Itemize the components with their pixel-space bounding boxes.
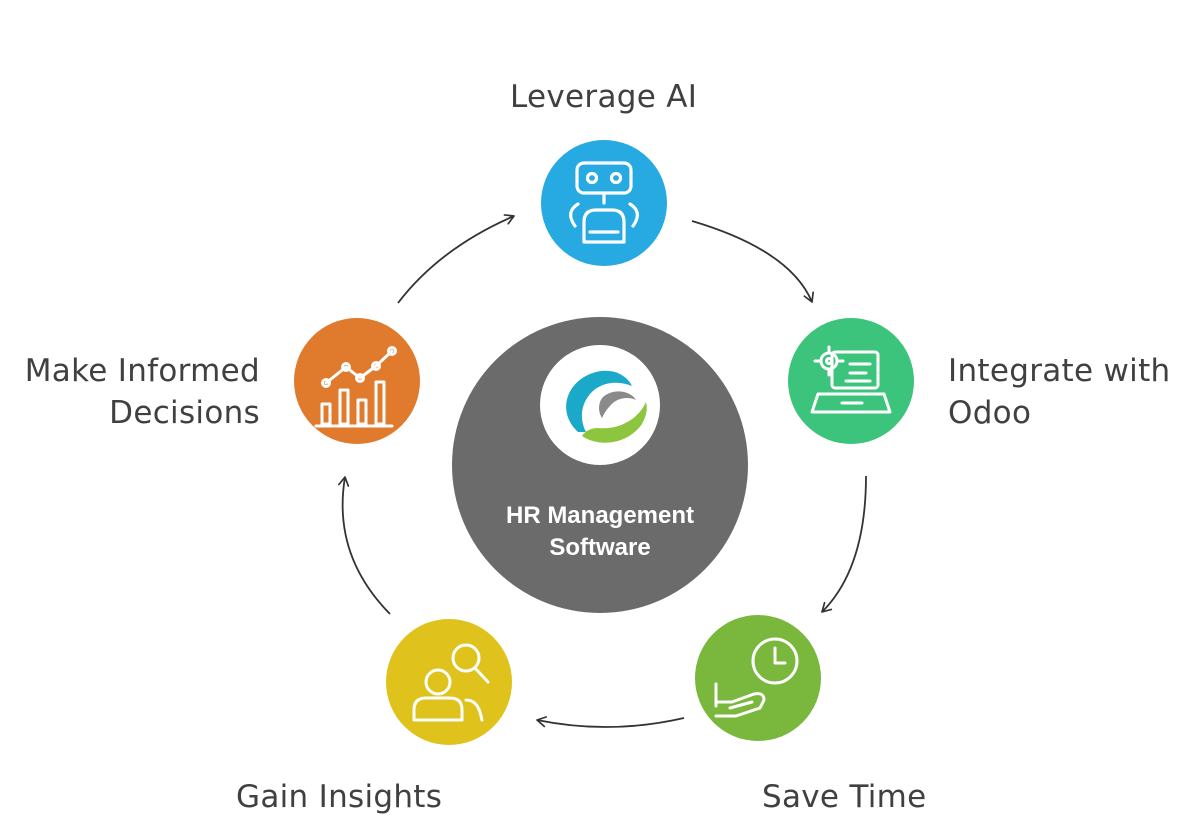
center-hub [452, 317, 748, 613]
robot-icon [569, 161, 639, 244]
arrow-time-to-insights [536, 716, 685, 728]
label-save-time: Save Time [762, 779, 927, 815]
label-leverage-ai: Leverage AI [510, 79, 698, 115]
node-leverage-ai [541, 140, 667, 266]
company-logo-icon [566, 370, 647, 443]
arrow-ai-to-odoo [691, 220, 814, 303]
clock-hand-icon [714, 637, 799, 718]
center-title-line1: HR Management [505, 502, 695, 529]
bar-chart-icon [314, 346, 397, 428]
laptop-gear-icon [810, 345, 892, 414]
arrow-odoo-to-time [821, 475, 867, 613]
user-search-icon [412, 643, 490, 722]
node-gain-insights [386, 619, 512, 745]
label-integrate-odoo: Integrate with Odoo [948, 353, 1171, 432]
node-make-decisions [294, 318, 420, 444]
node-save-time [695, 615, 821, 741]
node-integrate-odoo [788, 318, 914, 444]
node-circle-save-time [695, 615, 821, 741]
arrow-insights-to-decisions [338, 476, 391, 615]
center-title-line2: Software [549, 533, 651, 561]
label-make-decisions: Make Informed Decisions [24, 353, 260, 432]
connectors [338, 214, 867, 728]
arrow-decisions-to-ai [397, 214, 515, 304]
center-title: HR Management Software [450, 500, 750, 563]
label-gain-insights: Gain Insights [236, 779, 443, 815]
